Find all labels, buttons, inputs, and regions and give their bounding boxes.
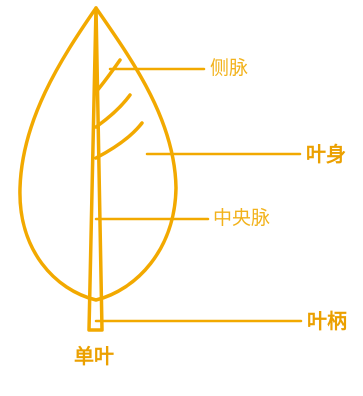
label-midrib: 中央脉 bbox=[213, 207, 271, 229]
lateral-vein-2 bbox=[94, 93, 132, 129]
label-simple-leaf: 单叶 bbox=[74, 344, 114, 368]
lateral-vein-1 bbox=[94, 58, 122, 94]
midrib-strip bbox=[87, 6, 104, 332]
label-blade: 叶身 bbox=[306, 142, 346, 166]
label-petiole: 叶柄 bbox=[307, 309, 347, 333]
lateral-vein-3 bbox=[94, 121, 144, 160]
leaf-blade-outline bbox=[18, 6, 178, 302]
label-lateral-veins: 侧脉 bbox=[210, 57, 249, 79]
